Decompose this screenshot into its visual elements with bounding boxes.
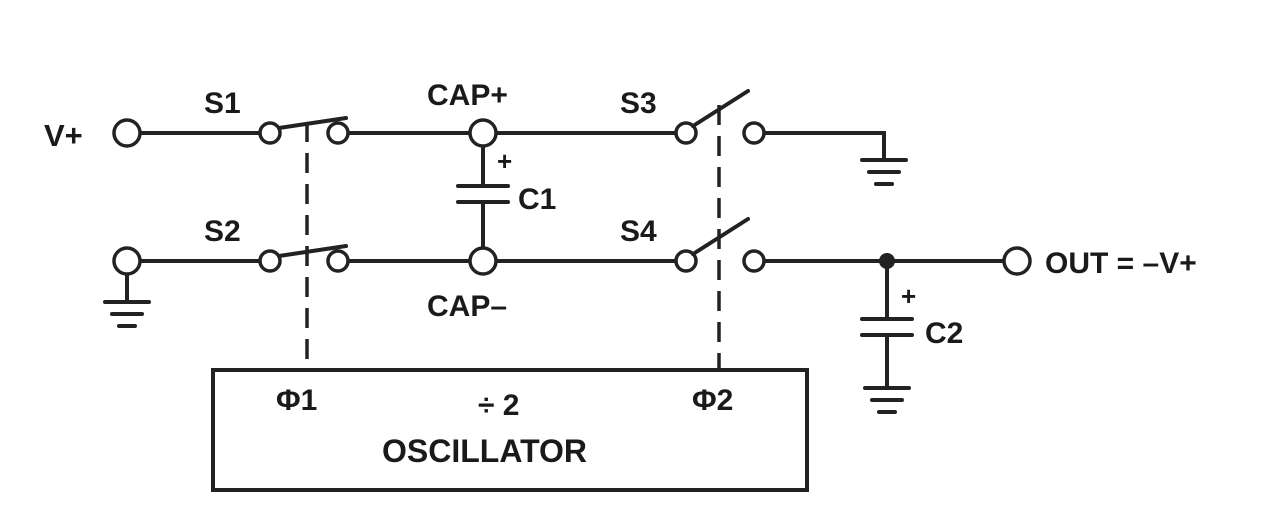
s1-label: S1: [204, 87, 241, 120]
c2-plus-sign: +: [901, 281, 916, 311]
s4-label: S4: [620, 215, 657, 248]
oscillator-block: [211, 368, 809, 492]
ground-icon: [860, 158, 908, 186]
vplus-label: V+: [44, 118, 83, 153]
cap-minus-node: [468, 246, 498, 276]
wire-s3-to-ground: [764, 131, 886, 162]
capacitor-c1: [456, 144, 510, 250]
s3-contact-left: [674, 121, 698, 145]
s1-blade: [277, 116, 348, 130]
ground-icon: [103, 300, 151, 328]
out-terminal: [1002, 246, 1032, 276]
top-rail: [138, 131, 886, 162]
capacitor-c2: [860, 259, 914, 390]
s2-label: S2: [204, 215, 241, 248]
oscillator-label: OSCILLATOR: [382, 433, 587, 469]
phi2-label: Φ2: [692, 384, 733, 417]
s3-label: S3: [620, 87, 657, 120]
s1-contact-right: [326, 121, 350, 145]
switch-s2: [258, 244, 350, 273]
c1-plus-sign: +: [497, 146, 512, 176]
s4-contact-right: [742, 249, 766, 273]
cap-plus-label: CAP+: [427, 79, 508, 112]
s2-contact-right: [326, 249, 350, 273]
cap-plus-node: [468, 118, 498, 148]
s2-contact-left: [258, 249, 282, 273]
s1-contact-left: [258, 121, 282, 145]
s2-blade: [277, 244, 348, 258]
c2-label: C2: [925, 317, 963, 350]
s4-contact-left: [674, 249, 698, 273]
left-ground-terminal: [112, 246, 142, 276]
ground-icon: [863, 386, 911, 414]
c1-label: C1: [518, 183, 556, 216]
divide-by-two-label: ÷ 2: [478, 389, 519, 422]
vplus-terminal: [112, 118, 142, 148]
out-label: OUT = –V+: [1045, 247, 1197, 280]
s3-contact-right: [742, 121, 766, 145]
switch-s1: [258, 116, 350, 145]
phi1-label: Φ1: [276, 384, 317, 417]
cap-minus-label: CAP–: [427, 290, 507, 323]
